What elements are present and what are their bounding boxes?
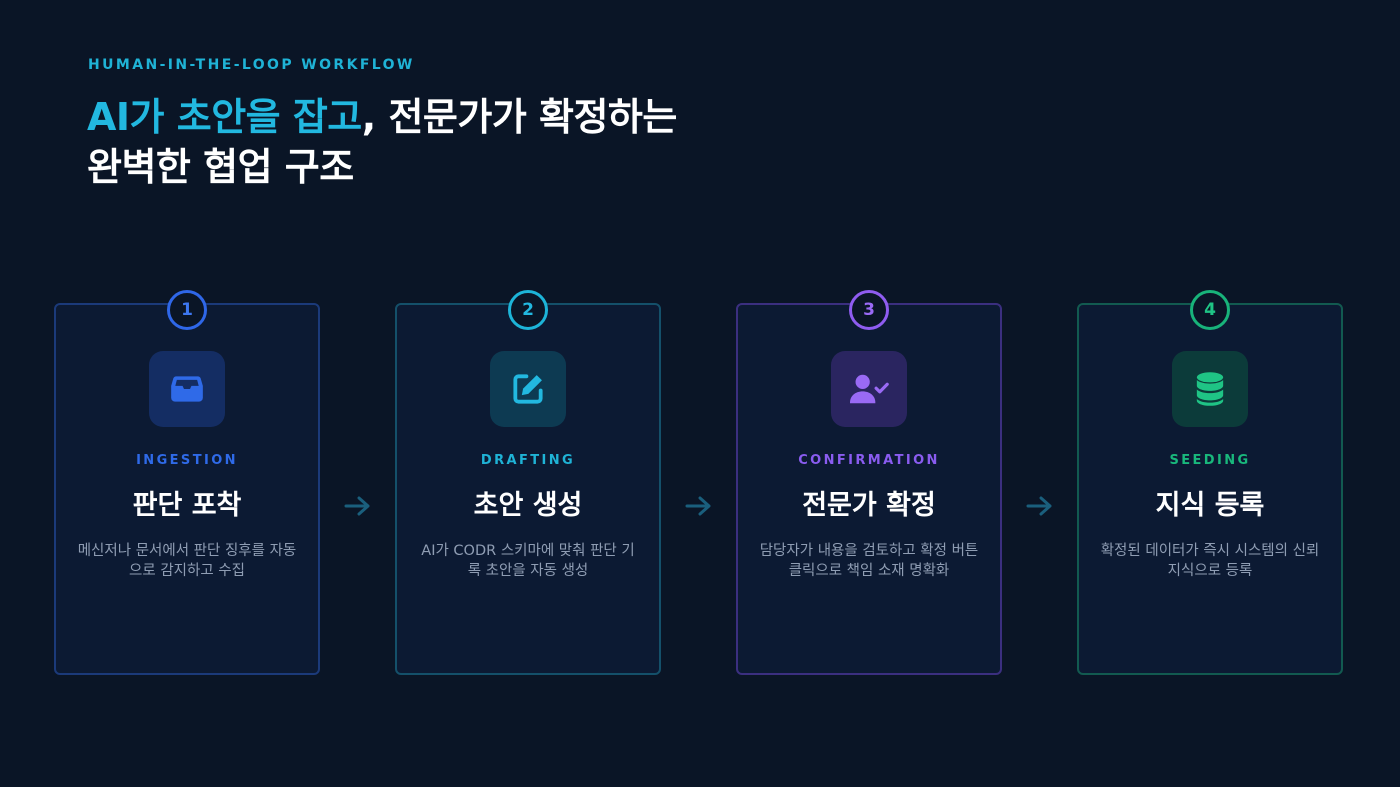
step-number-badge: 1: [167, 290, 207, 330]
headline-line-2: 완벽한 협업 구조: [87, 145, 354, 189]
step-description: 메신저나 문서에서 판단 징후를 자동으로 감지하고 수집: [77, 543, 297, 579]
step-title: 지식 등록: [1155, 490, 1265, 521]
page-title: AI가 초안을 잡고, 전문가가 확정하는 완벽한 협업 구조: [87, 92, 987, 192]
step-card-seeding: 4 SEEDING 지식 등록 확정된 데이터가 즉시 시스템의 신뢰 지식으로…: [1077, 290, 1343, 675]
step-tag: DRAFTING: [480, 453, 576, 468]
step-number-badge: 4: [1190, 290, 1230, 330]
headline-accent: AI가 초안을 잡고: [87, 95, 362, 139]
eyebrow-label: HUMAN-IN-THE-LOOP WORKFLOW: [88, 57, 415, 73]
step-title: 판단 포착: [132, 490, 242, 521]
step-card-ingestion: 1 INGESTION 판단 포착 메신저나 문서에서 판단 징후를 자동으로 …: [54, 290, 320, 675]
step-card-confirmation: 3 CONFIRMATION 전문가 확정 담당자가 내용을 검토하고 확정 버…: [736, 290, 1002, 675]
step-title: 초안 생성: [473, 490, 583, 521]
step-number-badge: 2: [508, 290, 548, 330]
headline-line-1: AI가 초안을 잡고, 전문가가 확정하는: [87, 92, 987, 142]
icon-tile: [149, 351, 225, 427]
step-number-badge: 3: [849, 290, 889, 330]
step-tag: INGESTION: [136, 453, 238, 468]
step-title: 전문가 확정: [802, 490, 936, 521]
inbox-icon: [171, 376, 203, 402]
step-description: AI가 CODR 스키마에 맞춰 판단 기록 초안을 자동 생성: [421, 543, 635, 579]
arrow-right-icon: [1026, 496, 1052, 516]
edit-icon: [513, 374, 543, 404]
step-card-drafting: 2 DRAFTING 초안 생성 AI가 CODR 스키마에 맞춰 판단 기록 …: [395, 290, 661, 675]
step-tag: SEEDING: [1169, 453, 1251, 468]
icon-tile: [1172, 351, 1248, 427]
arrow-right-icon: [344, 496, 370, 516]
step-description: 담당자가 내용을 검토하고 확정 버튼 클릭으로 책임 소재 명확화: [759, 543, 979, 579]
step-description: 확정된 데이터가 즉시 시스템의 신뢰 지식으로 등록: [1100, 543, 1320, 579]
icon-tile: [490, 351, 566, 427]
step-tag: CONFIRMATION: [798, 453, 940, 468]
database-icon: [1196, 372, 1224, 406]
user-check-icon: [850, 374, 889, 404]
headline-rest: , 전문가가 확정하는: [361, 95, 678, 139]
arrow-right-icon: [685, 496, 711, 516]
icon-tile: [831, 351, 907, 427]
